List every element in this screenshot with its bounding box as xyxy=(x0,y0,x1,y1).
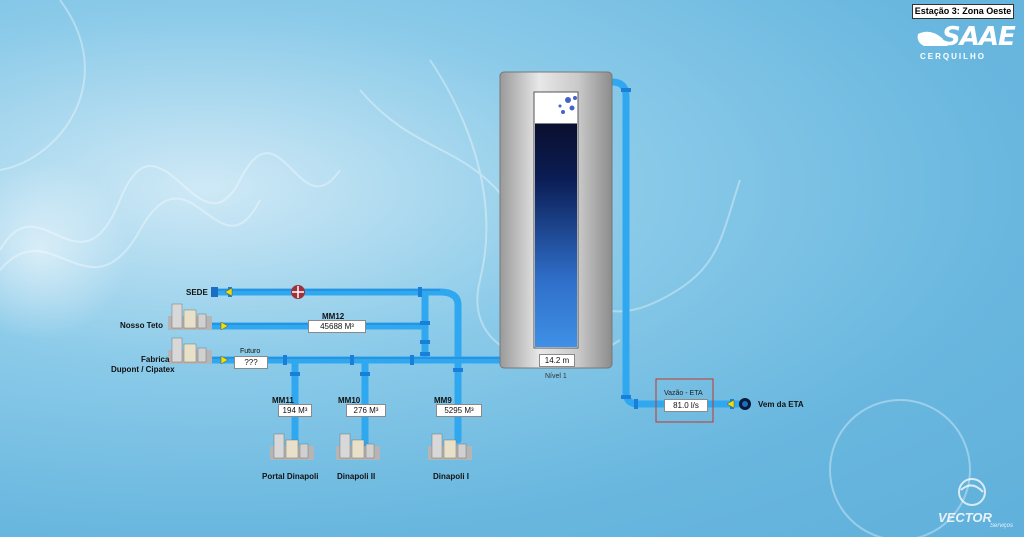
arrow-right-icon xyxy=(220,321,229,331)
mm12-meter-label: MM12 xyxy=(322,312,345,321)
tank-level-label: Nível 1 xyxy=(545,373,567,380)
sede-label: SEDE xyxy=(186,288,208,297)
site-dinapoli-i: Dinapoli I xyxy=(433,472,469,481)
water-splash-icon xyxy=(558,96,577,114)
mm11-value: 194 M³ xyxy=(278,404,312,417)
future-value: ??? xyxy=(234,356,268,369)
fabrica-sublabel: Dupont / Cipatex xyxy=(111,365,175,374)
tank-level-value: 14.2 m xyxy=(539,354,575,367)
vector-logo-icon xyxy=(958,478,986,506)
pipes xyxy=(208,78,744,449)
arrow-right-icon xyxy=(220,355,229,365)
site-dinapoli-ii: Dinapoli II xyxy=(337,472,376,481)
source-label: Vem da ETA xyxy=(758,400,804,409)
footer-brand: VECTOR xyxy=(938,510,992,525)
future-label: Futuro xyxy=(240,348,261,355)
site-portal-dinapoli: Portal Dinapoli xyxy=(262,472,319,481)
mm10-meter-label: MM10 xyxy=(338,396,361,405)
mm10-value: 276 M³ xyxy=(346,404,386,417)
arrow-left-icon xyxy=(224,287,233,297)
flow-title: Vazão - ETA xyxy=(664,390,703,397)
pipe-end-cap-icon xyxy=(211,287,218,297)
nosso-teto-label: Nosso Teto xyxy=(120,321,163,330)
building-icon xyxy=(168,337,212,364)
footer-brand-sub: Serviços xyxy=(990,523,1014,529)
building-icon xyxy=(270,433,314,460)
mm9-meter-label: MM9 xyxy=(434,396,452,405)
mm9-value: 5295 M³ xyxy=(436,404,482,417)
flow-value: 81.0 l/s xyxy=(664,399,708,412)
building-icon xyxy=(336,433,380,460)
fabrica-label: Fabrica xyxy=(141,355,170,364)
brand-subtitle: CERQUILHO xyxy=(920,52,986,61)
brand-name: SAAE xyxy=(942,22,1016,52)
saae-logo-icon xyxy=(917,31,948,46)
building-icon xyxy=(168,303,212,330)
flow-meter-frame xyxy=(655,378,714,423)
pump-icon xyxy=(739,398,751,410)
valve-icon xyxy=(291,285,305,299)
water-level-fill xyxy=(535,123,577,347)
station-title: Estação 3: Zona Oeste xyxy=(912,4,1014,19)
background-decor xyxy=(0,0,970,537)
mm12-value: 45688 M³ xyxy=(308,320,366,333)
arrow-left-icon xyxy=(726,399,735,409)
building-icon xyxy=(428,433,472,460)
mm11-meter-label: MM11 xyxy=(272,396,294,405)
reservoir-tank xyxy=(499,71,613,369)
